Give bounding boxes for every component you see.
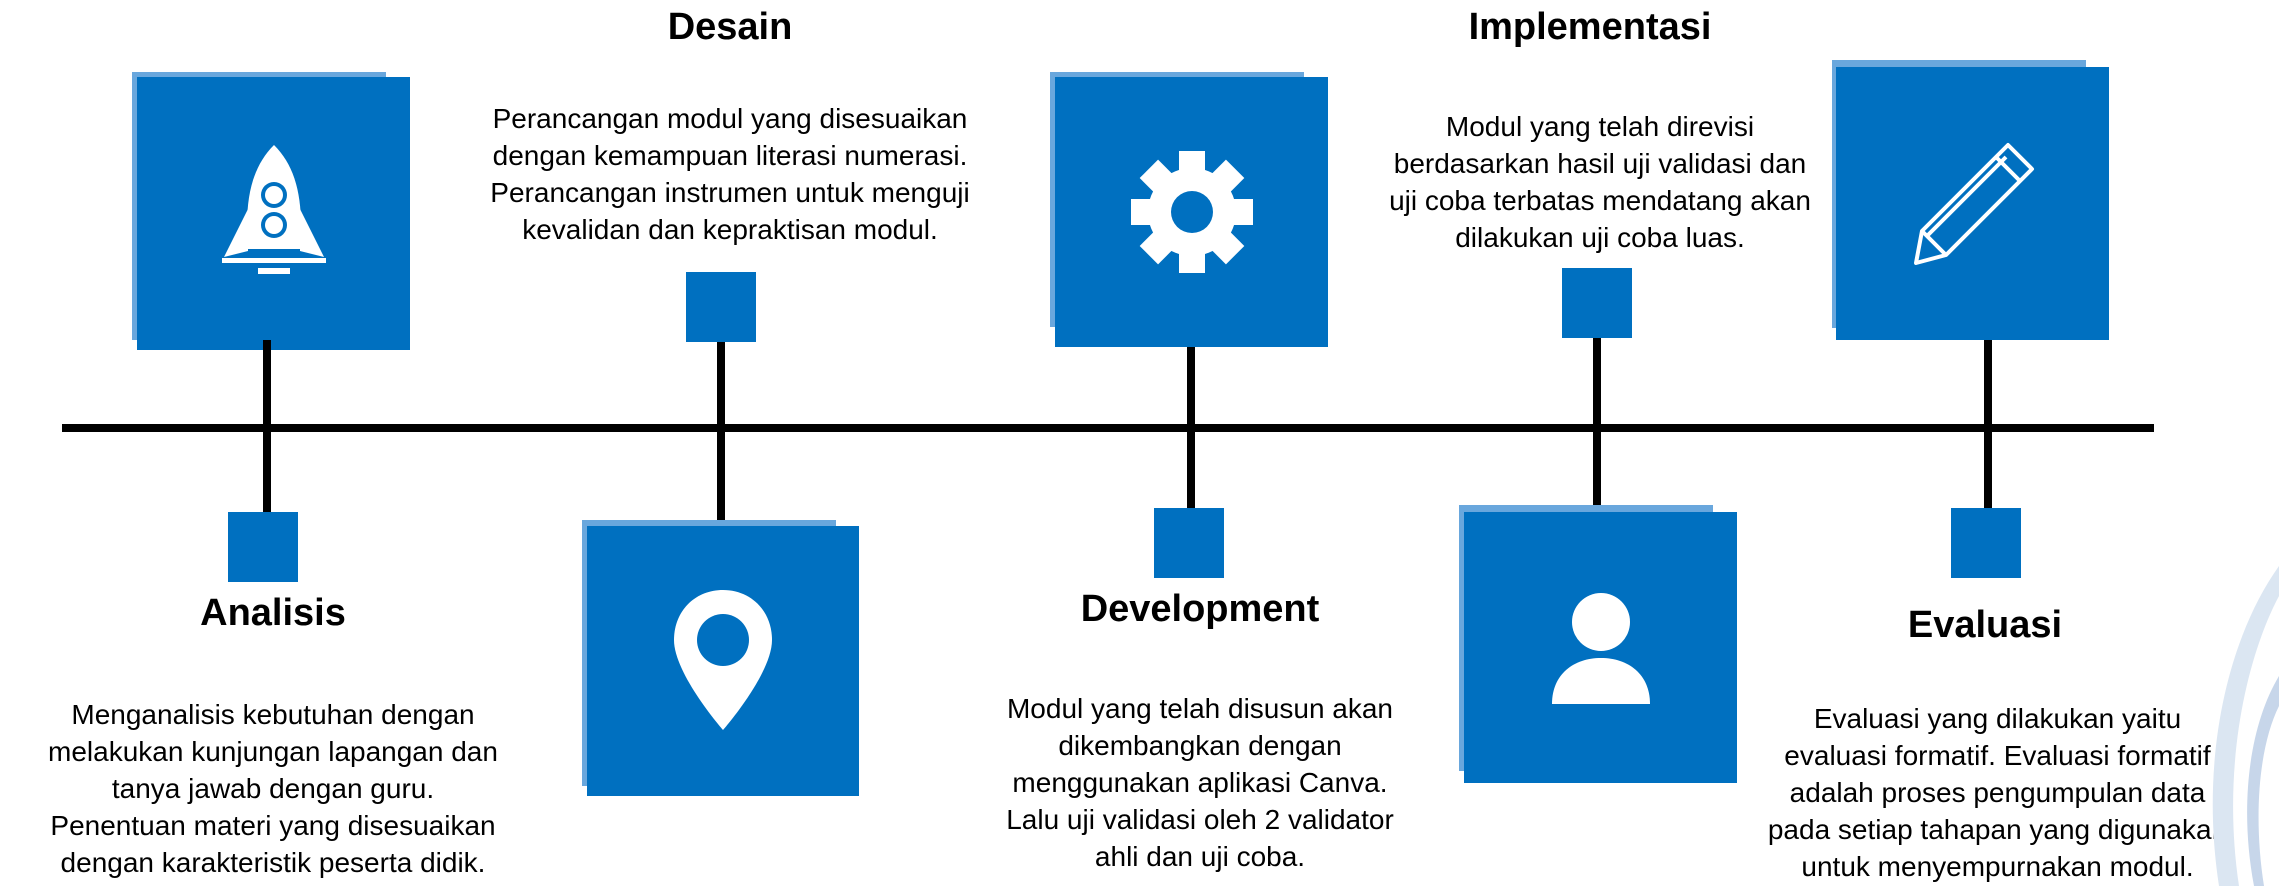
analisis-icon-card [137,77,410,350]
implementasi-marker [1562,268,1632,338]
desain-desc-line: dengan kemampuan literasi numerasi. [492,140,968,171]
development-desc-line: menggunakan aplikasi Canva. [1012,767,1388,798]
implementasi-desc-line: uji coba terbatas mendatang akan [1389,185,1811,216]
evaluasi-description: Evaluasi yang dilakukan yaitu evaluasi f… [1716,700,2279,885]
evaluasi-marker [1951,508,2021,578]
analisis-desc-line: dengan karakteristik peserta didik. [60,847,486,878]
evaluasi-desc-line: evaluasi formatif. Evaluasi formatif [1784,740,2211,771]
evaluasi-desc-line: adalah proses pengumpulan data [1789,777,2206,808]
implementasi-description: Modul yang telah direvisi berdasarkan ha… [1330,108,1870,256]
desain-marker [686,272,756,342]
analisis-description: Menganalisis kebutuhan dengan melakukan … [0,696,546,881]
evaluasi-title: Evaluasi [1907,604,2063,646]
pencil-icon [1913,142,2034,265]
desain-desc-line: Perancangan instrumen untuk menguji [490,177,970,208]
desain-desc-line: Perancangan modul yang disesuaikan [492,103,968,134]
development-desc-line: dikembangkan dengan [1058,730,1342,761]
implementasi-desc-line: berdasarkan hasil uji validasi dan [1393,148,1807,179]
desain-desc-line: kevalidan dan kepraktisan modul. [522,214,938,245]
timeline-axis [62,424,2154,432]
development-desc-line: Modul yang telah disusun akan [1006,693,1394,724]
analisis-desc-line: Menganalisis kebutuhan dengan [71,699,475,730]
evaluasi-desc-line: pada setiap tahapan yang digunakan [1767,814,2228,845]
implementasi-desc-line: dilakukan uji coba luas. [1455,222,1745,253]
development-description: Modul yang telah disusun akan dikembangk… [940,690,1460,875]
development-desc-line: ahli dan uji coba. [1094,841,1306,872]
desain-icon-card [587,526,859,796]
gear-icon [1130,151,1253,273]
map-pin-icon [674,590,772,730]
implementasi-desc-line: Modul yang telah direvisi [1445,111,1755,142]
analisis-title: Analisis [200,592,346,634]
decorative-swoosh [2212,566,2279,886]
development-title: Development [1080,588,1320,630]
analisis-desc-line: melakukan kunjungan lapangan dan [48,736,498,767]
user-icon [1551,592,1650,704]
implementasi-icon-card [1464,512,1737,783]
development-icon-card [1055,77,1328,347]
analisis-desc-line: Penentuan materi yang disesuaikan [50,810,496,841]
desain-description: Perancangan modul yang disesuaikan denga… [440,100,1020,248]
evaluasi-desc-line: Evaluasi yang dilakukan yaitu [1813,703,2182,734]
desain-title: Desain [667,6,793,48]
development-marker [1154,508,1224,578]
analisis-marker [228,512,298,582]
analisis-stem [263,340,271,512]
evaluasi-stem [1984,340,1992,510]
rocket-icon [221,144,326,274]
evaluasi-icon-card [1836,67,2109,340]
analisis-desc-line: tanya jawab dengan guru. [111,773,435,804]
evaluasi-desc-line: untuk menyempurnakan modul. [1801,851,2194,882]
implementasi-stem [1593,338,1601,510]
development-stem [1187,347,1195,509]
desain-stem [717,342,725,522]
implementasi-title: Implementasi [1468,6,1712,48]
development-desc-line: Lalu uji validasi oleh 2 validator [1006,804,1394,835]
